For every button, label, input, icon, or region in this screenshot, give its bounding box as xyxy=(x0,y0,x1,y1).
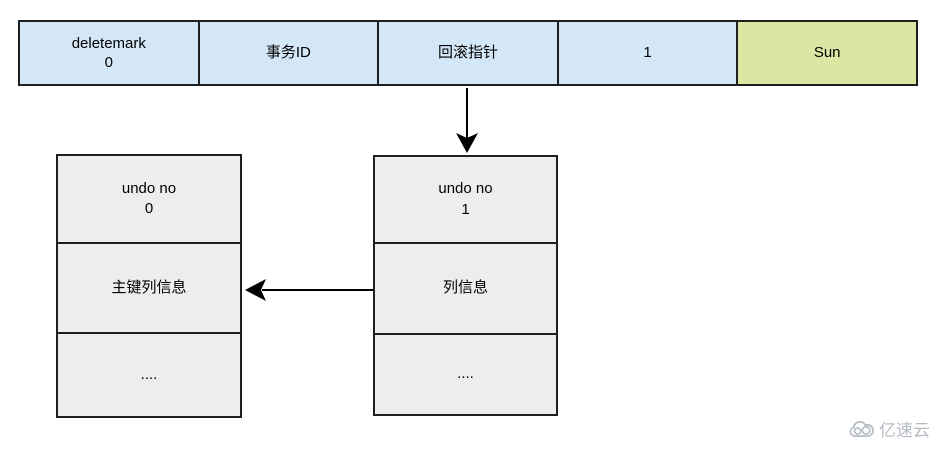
undo1-cell-ellipsis: .... xyxy=(375,334,556,414)
undo0-cell-undo-no: undo no 0 xyxy=(58,156,240,245)
undo0-undo-no-value: 0 xyxy=(144,200,154,218)
watermark: 亿速云 xyxy=(849,416,930,441)
record-cell-deletemark-value: 0 xyxy=(104,54,113,71)
column-info-arrow xyxy=(245,279,373,301)
record-cell-value-sun: Sun xyxy=(738,22,916,84)
undo0-ellipsis-label: .... xyxy=(140,365,158,383)
undo0-cell-ellipsis: .... xyxy=(58,333,240,416)
undo0-primary-key-info-label: 主键列信息 xyxy=(111,278,187,296)
undo0-undo-no-label: undo no xyxy=(121,179,177,197)
record-cell-trx-id: 事务ID xyxy=(199,22,380,84)
record-cell-roll-pointer-label: 回滚指针 xyxy=(437,44,498,62)
record-cell-trx-id-label: 事务ID xyxy=(265,44,311,62)
record-row: deletemark 0 事务ID 回滚指针 1 Sun xyxy=(18,20,918,86)
record-cell-roll-pointer: 回滚指针 xyxy=(379,22,559,84)
record-cell-value-1-label: 1 xyxy=(643,44,652,62)
undo1-cell-undo-no: undo no 1 xyxy=(375,157,556,245)
undo-log-0-box: undo no 0 主键列信息 .... xyxy=(56,154,242,418)
record-cell-value-1: 1 xyxy=(558,22,739,84)
undo0-cell-primary-key-info: 主键列信息 xyxy=(58,244,240,334)
undo1-ellipsis-label: .... xyxy=(457,365,474,383)
undo1-undo-no-label: undo no xyxy=(438,180,493,198)
record-cell-deletemark: deletemark 0 xyxy=(20,22,200,84)
record-cell-deletemark-label: deletemark xyxy=(71,34,146,52)
undo-log-1-box: undo no 1 列信息 .... xyxy=(373,155,558,416)
undo1-undo-no-value: 1 xyxy=(461,200,470,218)
rollback-pointer-arrow xyxy=(456,88,478,153)
undo1-cell-column-info: 列信息 xyxy=(375,244,556,335)
watermark-text: 亿速云 xyxy=(879,421,930,440)
undo1-column-info-label: 列信息 xyxy=(442,279,488,297)
record-cell-value-sun-label: Sun xyxy=(813,44,841,62)
yisu-cloud-logo-icon xyxy=(849,420,874,437)
